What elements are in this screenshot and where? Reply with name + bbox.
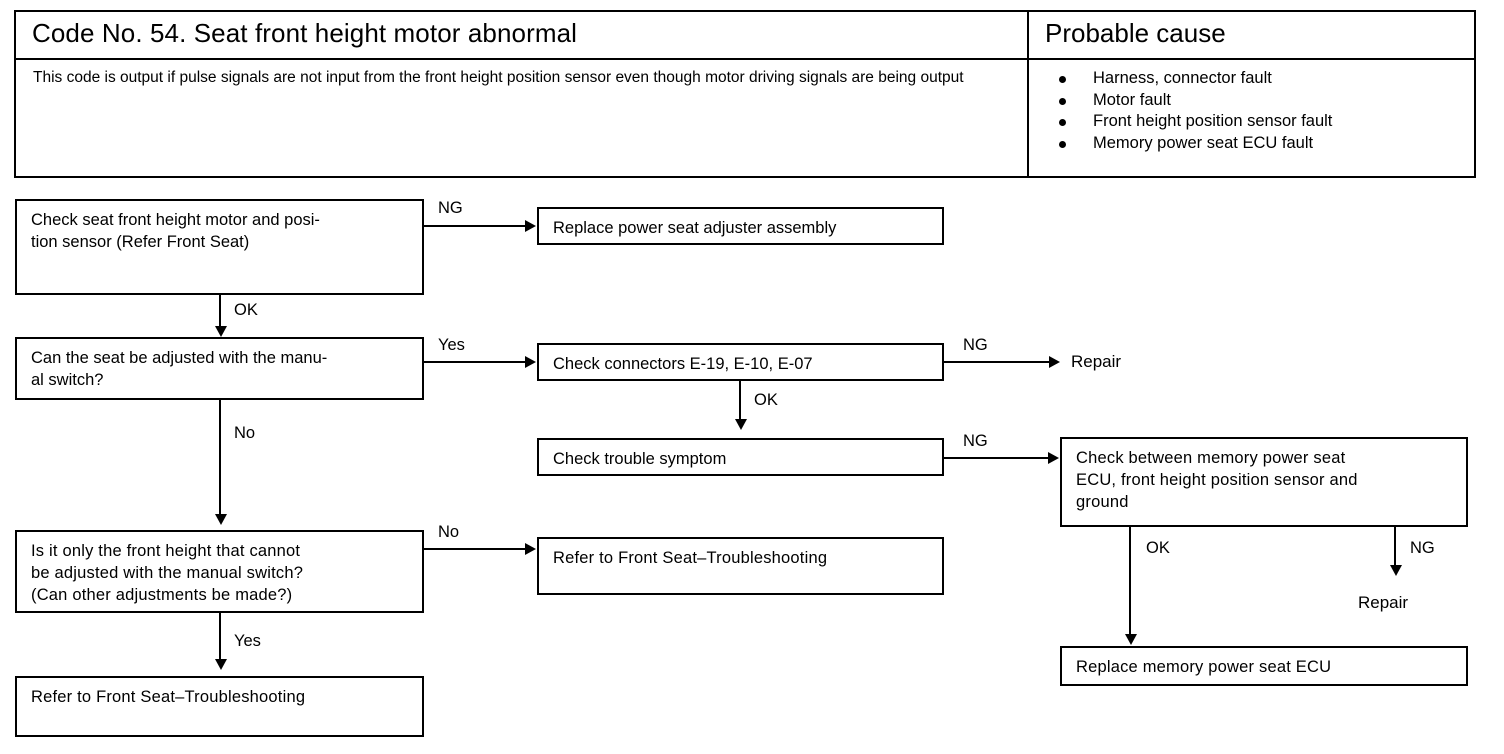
list-item: Front height position sensor fault [1045, 111, 1465, 133]
box-label: Check trouble symptom [553, 450, 727, 468]
edge-label-no-can-adjust: No [234, 424, 256, 442]
box-label: Check seat front height motor and posi-t… [31, 211, 320, 251]
edge-label-yes-can-adjust: Yes [438, 336, 465, 354]
edge-label-no-only-front-height: No [438, 523, 460, 541]
box-label: Refer to Front Seat–Troubleshooting [553, 549, 828, 567]
edge-ng-connectors-line [944, 361, 1056, 363]
edge-ng-check-between-line [1394, 527, 1396, 565]
edge-yes-can-adjust-arrow [525, 356, 536, 368]
code-description: This code is output if pulse signals are… [33, 69, 964, 86]
edge-yes-only-front-height-line [219, 613, 221, 659]
box-check-connectors: Check connectors E-19, E-10, E-07 [537, 343, 944, 381]
edge-ng-check-between-arrow [1390, 565, 1402, 576]
code-title: Code No. 54. Seat front height motor abn… [32, 18, 578, 48]
terminal-repair-bottom: Repair [1358, 593, 1409, 612]
edge-yes-only-front-height-arrow [215, 659, 227, 670]
edge-ok-check-between-line [1129, 527, 1131, 634]
edge-label-yes-only-front-height: Yes [234, 632, 261, 650]
code-header-table: Code No. 54. Seat front height motor abn… [14, 10, 1476, 178]
edge-ok-connectors-arrow [735, 419, 747, 430]
box-label: Can the seat be adjusted with the manu-a… [31, 349, 328, 389]
edge-no-only-front-height-arrow [525, 543, 536, 555]
box-can-adjust-manual: Can the seat be adjusted with the manu-a… [15, 337, 424, 400]
edge-ng-check-motor-line [424, 225, 525, 227]
edge-ng-trouble-symptom-line [944, 457, 1050, 459]
edge-label-ok-check-motor: OK [234, 301, 258, 319]
edge-label-ng-check-motor: NG [438, 199, 463, 217]
list-item: Harness, connector fault [1045, 68, 1465, 90]
box-label: Refer to Front Seat–Troubleshooting [31, 688, 306, 706]
probable-cause-title: Probable cause [1045, 18, 1226, 48]
edge-ng-check-motor-arrow [525, 220, 536, 232]
terminal-repair-top: Repair [1071, 352, 1122, 371]
edge-ng-connectors-arrow [1049, 356, 1060, 368]
edge-label-ng-connectors: NG [963, 336, 988, 354]
probable-cause-list: Harness, connector fault Motor fault Fro… [1045, 68, 1465, 154]
header-title-row [16, 12, 1474, 60]
edge-ok-check-motor-line [219, 295, 221, 326]
box-label: Replace memory power seat ECU [1076, 658, 1332, 676]
edge-yes-can-adjust-line [424, 361, 525, 363]
edge-label-ng-trouble-symptom: NG [963, 432, 988, 450]
edge-ok-check-motor-arrow [215, 326, 227, 337]
header-column-divider [1027, 12, 1029, 176]
edge-label-ok-check-between: OK [1146, 539, 1170, 557]
edge-no-can-adjust-arrow [215, 514, 227, 525]
box-label: Replace power seat adjuster assembly [553, 219, 837, 237]
list-item: Memory power seat ECU fault [1045, 133, 1465, 155]
box-check-motor-sensor: Check seat front height motor and posi-t… [15, 199, 424, 295]
list-item: Motor fault [1045, 90, 1465, 112]
box-replace-ecu: Replace memory power seat ECU [1060, 646, 1468, 686]
edge-ok-connectors-line [739, 381, 741, 419]
box-replace-adjuster: Replace power seat adjuster assembly [537, 207, 944, 245]
box-refer-front-seat-middle: Refer to Front Seat–Troubleshooting [537, 537, 944, 595]
edge-no-only-front-height-line [424, 548, 525, 550]
edge-label-ng-check-between: NG [1410, 539, 1435, 557]
edge-ok-check-between-arrow [1125, 634, 1137, 645]
edge-label-ok-connectors: OK [754, 391, 778, 409]
edge-no-can-adjust-line [219, 400, 221, 514]
box-check-trouble-symptom: Check trouble symptom [537, 438, 944, 476]
box-label: Check connectors E-19, E-10, E-07 [553, 355, 813, 373]
box-refer-front-seat-bottom: Refer to Front Seat–Troubleshooting [15, 676, 424, 737]
edge-ng-trouble-symptom-arrow [1048, 452, 1059, 464]
